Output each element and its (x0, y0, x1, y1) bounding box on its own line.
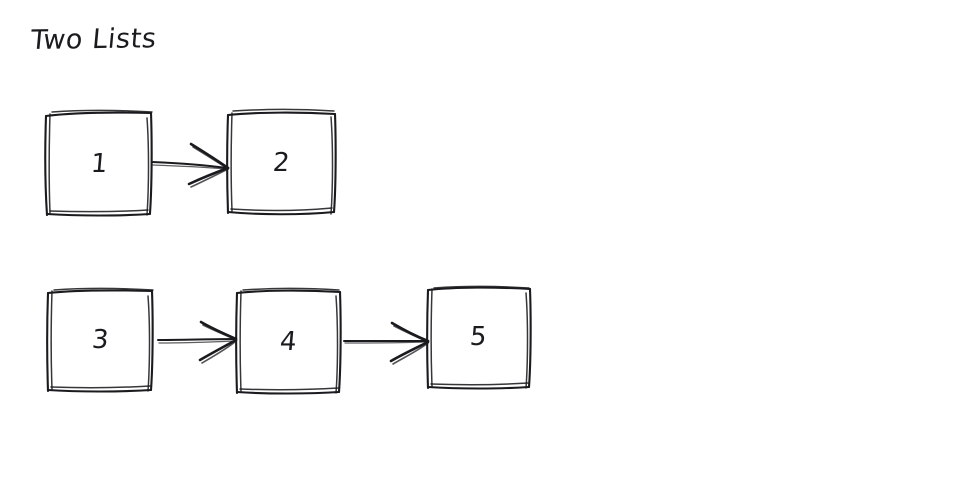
node-label-wrap-2: 2 (227, 112, 336, 213)
node-label-wrap-1: 1 (45, 112, 153, 215)
node-box-4[interactable] (235, 287, 342, 395)
arrow-4-to-5 (343, 321, 430, 365)
node-label-1: 1 (89, 148, 109, 179)
node-label-wrap-4: 4 (236, 290, 341, 393)
arrow-3-to-4 (157, 320, 238, 364)
node-label-3: 3 (90, 325, 110, 355)
node-label-4: 4 (278, 326, 299, 357)
page-title: Two Lists (29, 23, 159, 56)
node-box-3[interactable] (46, 287, 154, 393)
arrow-1-to-2 (151, 142, 230, 188)
node-label-2: 2 (271, 147, 292, 178)
node-label-wrap-3: 3 (47, 290, 153, 390)
node-box-2[interactable] (226, 108, 337, 216)
node-label-5: 5 (468, 322, 489, 352)
node-box-5[interactable] (426, 285, 532, 390)
node-label-wrap-5: 5 (427, 287, 530, 387)
